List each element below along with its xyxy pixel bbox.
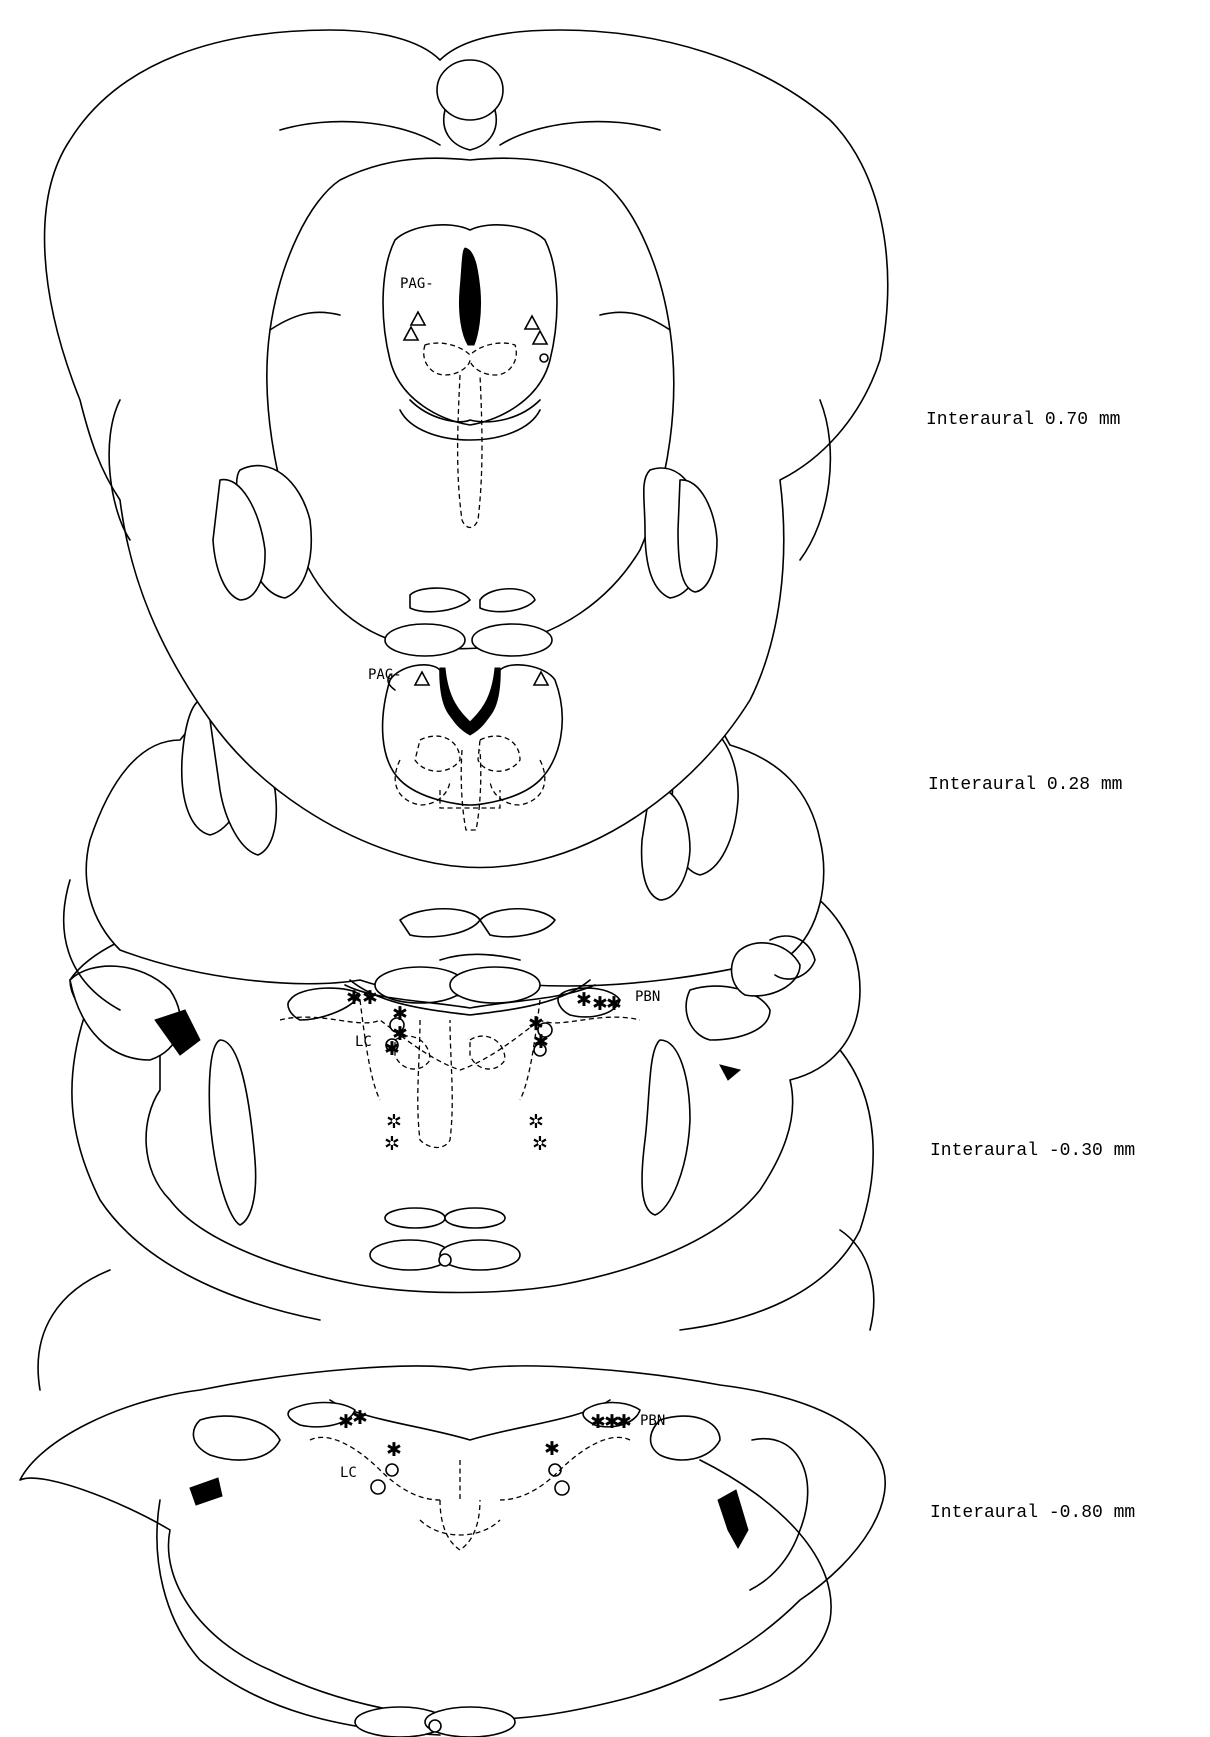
level-label-minus-0-80: Interaural -0.80 mm <box>930 1503 1135 1523</box>
open-asterisk-marker: ✲ <box>386 1111 402 1133</box>
label-pag-top: PAG- <box>400 276 434 292</box>
asterisk-marker: ✱ <box>392 1003 408 1025</box>
level-label-0-28: Interaural 0.28 mm <box>928 775 1122 795</box>
label-pag-2: PAG- <box>368 667 402 683</box>
open-asterisk-marker: ✲ <box>384 1133 400 1155</box>
open-asterisk-marker: ✲ <box>528 1111 544 1133</box>
label-pbn-3: PBN <box>635 989 660 1005</box>
label-lc-3: LC <box>355 1034 372 1050</box>
asterisk-marker: ✱ <box>544 1438 560 1460</box>
level-label-minus-0-30: Interaural -0.30 mm <box>930 1141 1135 1161</box>
asterisk-marker: ✱ <box>386 1439 402 1461</box>
asterisk-marker: ✱ <box>616 1411 632 1433</box>
asterisk-marker: ✱ <box>346 987 362 1009</box>
asterisk-marker: ✱ <box>606 993 622 1015</box>
asterisk-marker: ✱ <box>352 1407 368 1429</box>
label-lc-4: LC <box>340 1465 357 1481</box>
label-pbn-4: PBN <box>640 1413 665 1429</box>
level-label-0-70: Interaural 0.70 mm <box>926 410 1120 430</box>
asterisk-marker: ✱ <box>576 989 592 1011</box>
asterisk-marker: ✱ <box>362 987 378 1009</box>
section-interaural-minus-0-80 <box>20 1366 885 1737</box>
section-level-labels: Interaural 0.70 mm Interaural 0.28 mm In… <box>926 410 1135 1523</box>
open-asterisk-marker: ✲ <box>532 1133 548 1155</box>
